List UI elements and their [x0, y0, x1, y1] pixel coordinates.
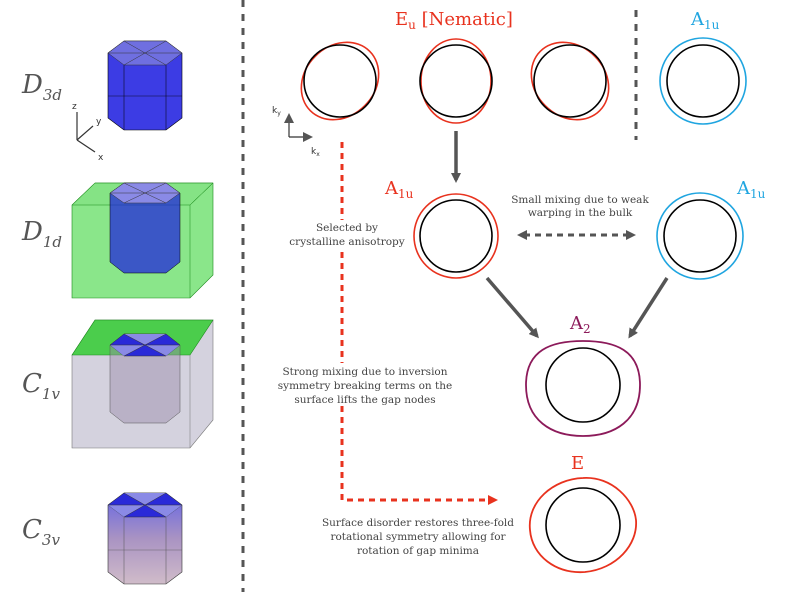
nematic-gap-2	[419, 38, 493, 124]
d3d-prism	[107, 40, 183, 131]
ky-label: ky	[272, 106, 281, 117]
a1u-gap-top	[659, 37, 747, 125]
a1u-right-label: A1u	[736, 178, 766, 201]
arrow-a1u-mid-to-a2	[485, 276, 539, 339]
a1u-gap-right	[656, 192, 744, 280]
note-small-mixing-2: warping in the bulk	[528, 207, 633, 219]
note-strong-3: surface lifts the gap nodes	[294, 394, 435, 406]
note-strong-2: symmetry breaking terms on the	[278, 380, 452, 392]
axis-x: x	[98, 153, 104, 163]
a1u-top-label: A1u	[690, 9, 720, 32]
note-small-mixing-1: Small mixing due to weak	[511, 194, 649, 206]
a2-gap	[525, 340, 641, 437]
a2-label: A2	[569, 313, 591, 336]
group-label-d3d: D3d	[21, 70, 62, 104]
group-label-c3v: C3v	[22, 515, 60, 549]
group-label-c1v: C1v	[22, 369, 60, 403]
note-surface-3: rotation of gap minima	[357, 545, 479, 557]
nematic-gap-3	[530, 41, 610, 121]
eu-nematic-label: Eu [Nematic]	[395, 9, 513, 32]
xyz-axes: z y x	[72, 102, 104, 163]
a1u-gap-mid	[413, 193, 499, 279]
axis-y: y	[96, 117, 102, 127]
c3v-prism	[107, 492, 183, 585]
e-gap	[529, 477, 637, 573]
note-selected-bg	[297, 220, 397, 248]
note-selected-2: crystalline anisotropy	[289, 236, 404, 248]
note-strong-bg	[282, 363, 447, 406]
e-label: E	[571, 453, 584, 474]
a1u-mid-label: A1u	[384, 178, 414, 201]
red-dashed-path	[340, 142, 498, 505]
note-selected-1: Selected by	[316, 222, 378, 234]
kspace-axes: ky kx	[272, 106, 320, 158]
d1d-structure	[71, 182, 214, 299]
note-surface-1: Surface disorder restores three-fold	[322, 517, 514, 529]
kx-label: kx	[311, 147, 320, 158]
note-strong-1: Strong mixing due to inversion	[282, 366, 447, 378]
c1v-structure	[71, 319, 214, 449]
arrow-a1u-right-to-a2	[628, 277, 669, 339]
note-surface-2: rotational symmetry allowing for	[330, 531, 506, 543]
nematic-gap-1	[300, 41, 380, 121]
group-label-d1d: D1d	[21, 217, 62, 251]
axis-z: z	[72, 102, 77, 112]
